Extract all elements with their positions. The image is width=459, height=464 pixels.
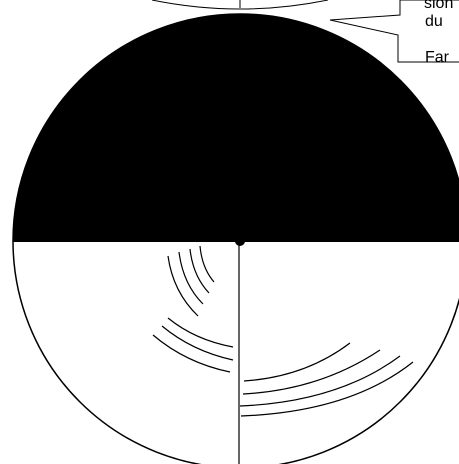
disc-dark-half bbox=[13, 14, 459, 241]
disc-center-dot bbox=[235, 236, 245, 246]
callout-text-line-2: du bbox=[425, 12, 459, 31]
callout-text-line-3: Far bbox=[425, 48, 459, 67]
